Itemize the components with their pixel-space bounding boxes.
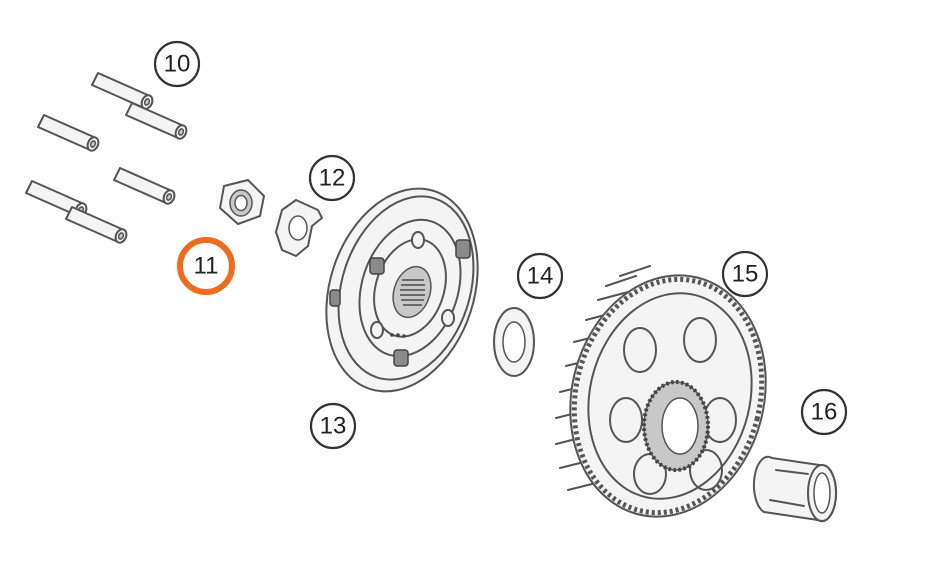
part-10-pins	[25, 72, 190, 246]
part-12-lock-washer	[275, 199, 323, 257]
part-14-thrust-washer	[493, 307, 535, 377]
callout-circle	[800, 388, 848, 436]
pin	[65, 206, 130, 246]
callout-14: 14	[516, 252, 564, 300]
pin	[37, 114, 102, 154]
callout-label: 14	[527, 263, 554, 290]
callout-10: 10	[153, 40, 201, 88]
pin	[125, 102, 190, 142]
callout-circle	[153, 40, 201, 88]
part-11-nut	[219, 179, 265, 225]
callout-label: 16	[811, 399, 838, 426]
callout-label: 12	[319, 165, 346, 192]
callout-label: 10	[164, 51, 191, 78]
callout-circle	[721, 250, 769, 298]
callout-13: 13	[309, 402, 357, 450]
callout-circle	[308, 154, 356, 202]
callout-label: 11	[194, 253, 219, 280]
callout-label: 13	[320, 413, 347, 440]
callout-circle	[309, 402, 357, 450]
part-15-clutch-basket	[555, 265, 767, 518]
pin	[91, 72, 156, 112]
callout-15: 15	[721, 250, 769, 298]
callout-circle	[516, 252, 564, 300]
part-13-clutch-hub	[325, 187, 479, 393]
callout-12: 12	[308, 154, 356, 202]
callout-16: 16	[800, 388, 848, 436]
callout-11: 11	[177, 237, 235, 295]
pin	[113, 167, 178, 207]
callout-label: 15	[732, 261, 759, 288]
callout-circle-highlighted	[177, 237, 235, 295]
part-16-bushing	[752, 455, 838, 523]
